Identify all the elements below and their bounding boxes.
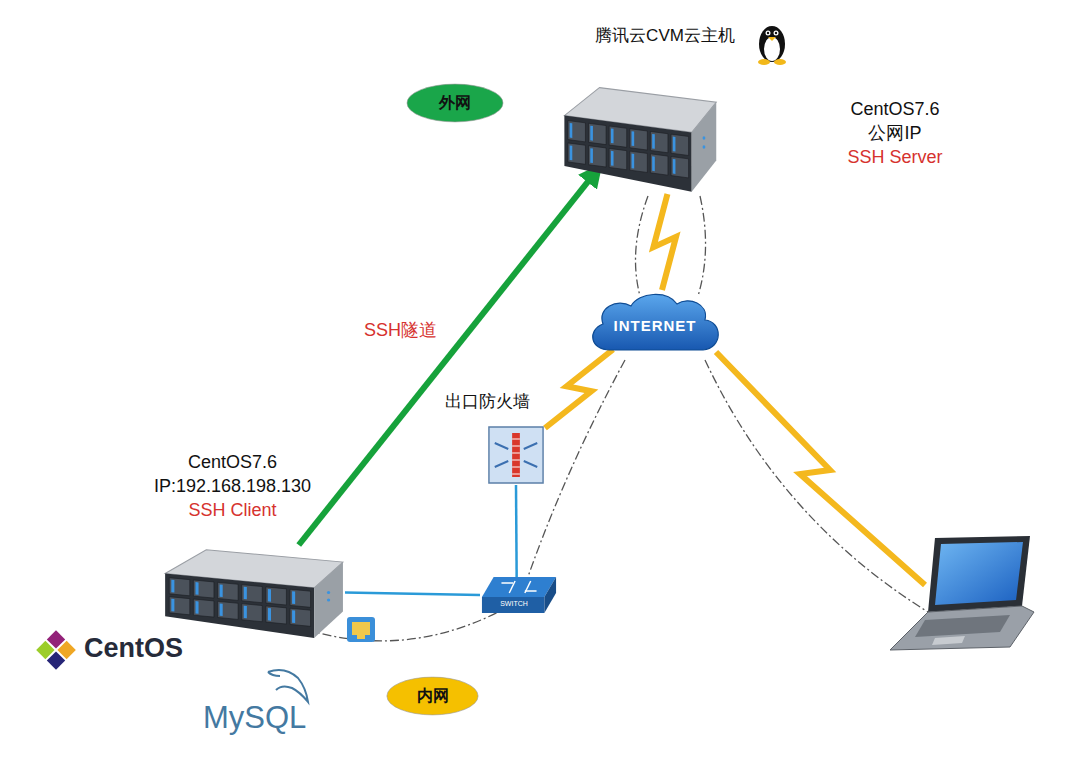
node-text: CentOS7.6 — [130, 451, 335, 474]
laptop-icon — [935, 542, 1023, 605]
linux-penguin-icon — [774, 31, 779, 36]
dash-dot-path — [698, 196, 706, 296]
dash-dot-path — [636, 196, 649, 296]
node-text: 内网 — [417, 686, 449, 706]
linux-penguin-icon — [759, 26, 785, 62]
logo-text: MySQL — [203, 700, 306, 736]
linux-penguin-icon — [768, 37, 776, 41]
linux-penguin-icon — [766, 31, 771, 36]
ethernet-port-icon — [347, 617, 375, 642]
node-text: IP:192.168.198.130 — [130, 475, 335, 498]
laptop-icon — [890, 606, 1034, 650]
lightning-link — [545, 350, 613, 429]
dash-dot-path — [315, 196, 928, 641]
firewall-node-shape — [487, 425, 545, 485]
laptop-icon — [932, 636, 965, 645]
node-text: SSH Client — [130, 499, 335, 522]
linux-penguin-icon — [758, 26, 786, 65]
laptop-icon — [915, 615, 1010, 637]
internet-cloud: INTERNET — [585, 290, 725, 360]
mysql-dolphin-logo — [268, 670, 308, 702]
node-text: SWITCH — [482, 599, 546, 608]
node-text: 外网 — [439, 93, 471, 113]
server-node-shape — [560, 82, 718, 194]
server-node-shape — [160, 545, 345, 640]
node-text: SSH Server — [825, 146, 965, 169]
laptop-icon — [928, 536, 1030, 612]
firewall-node: 出口防火墙 — [487, 425, 545, 485]
edge-label: SSH隧道 — [362, 318, 439, 342]
linux-penguin-icon — [775, 32, 777, 34]
linux-penguin-icon — [774, 59, 786, 65]
switch-node-shape — [480, 575, 558, 615]
linux-penguin-icon — [758, 59, 770, 65]
network-cable — [345, 593, 480, 596]
linux-penguin-icon — [767, 32, 769, 34]
laptop-icon — [890, 536, 1034, 650]
ethernet-port-icon — [352, 622, 370, 635]
linux-penguin-icon — [764, 37, 780, 61]
mysql-dolphin-logo — [268, 672, 280, 676]
server-node: 腾讯云CVM云主机CentOS7.6公网IPSSH Server — [560, 82, 718, 194]
tunnel-arrow — [299, 167, 600, 545]
centos-logo — [36, 630, 76, 670]
switch-node: SWITCH — [480, 575, 558, 615]
lightning-link — [653, 194, 676, 290]
mysql-dolphin-logo — [268, 670, 308, 702]
lightning-bolt — [716, 352, 925, 585]
node-text: 出口防火墙 — [432, 391, 542, 412]
ethernet-port-icon — [357, 635, 365, 639]
zone-ellipse: 内网 — [385, 675, 480, 717]
logo-text: CentOS — [84, 633, 183, 664]
ethernet-port-icon — [347, 617, 375, 642]
centos-logo — [47, 651, 65, 669]
node-text: 公网IP — [825, 122, 965, 145]
network-cable — [515, 485, 518, 577]
node-text: 腾讯云CVM云主机 — [560, 25, 770, 46]
node-text: CentOS7.6 — [825, 98, 965, 121]
server-node: CentOS7.6IP:192.168.198.130SSH Client — [160, 545, 345, 640]
node-text: INTERNET — [614, 316, 697, 335]
zone-ellipse: 外网 — [405, 82, 505, 124]
